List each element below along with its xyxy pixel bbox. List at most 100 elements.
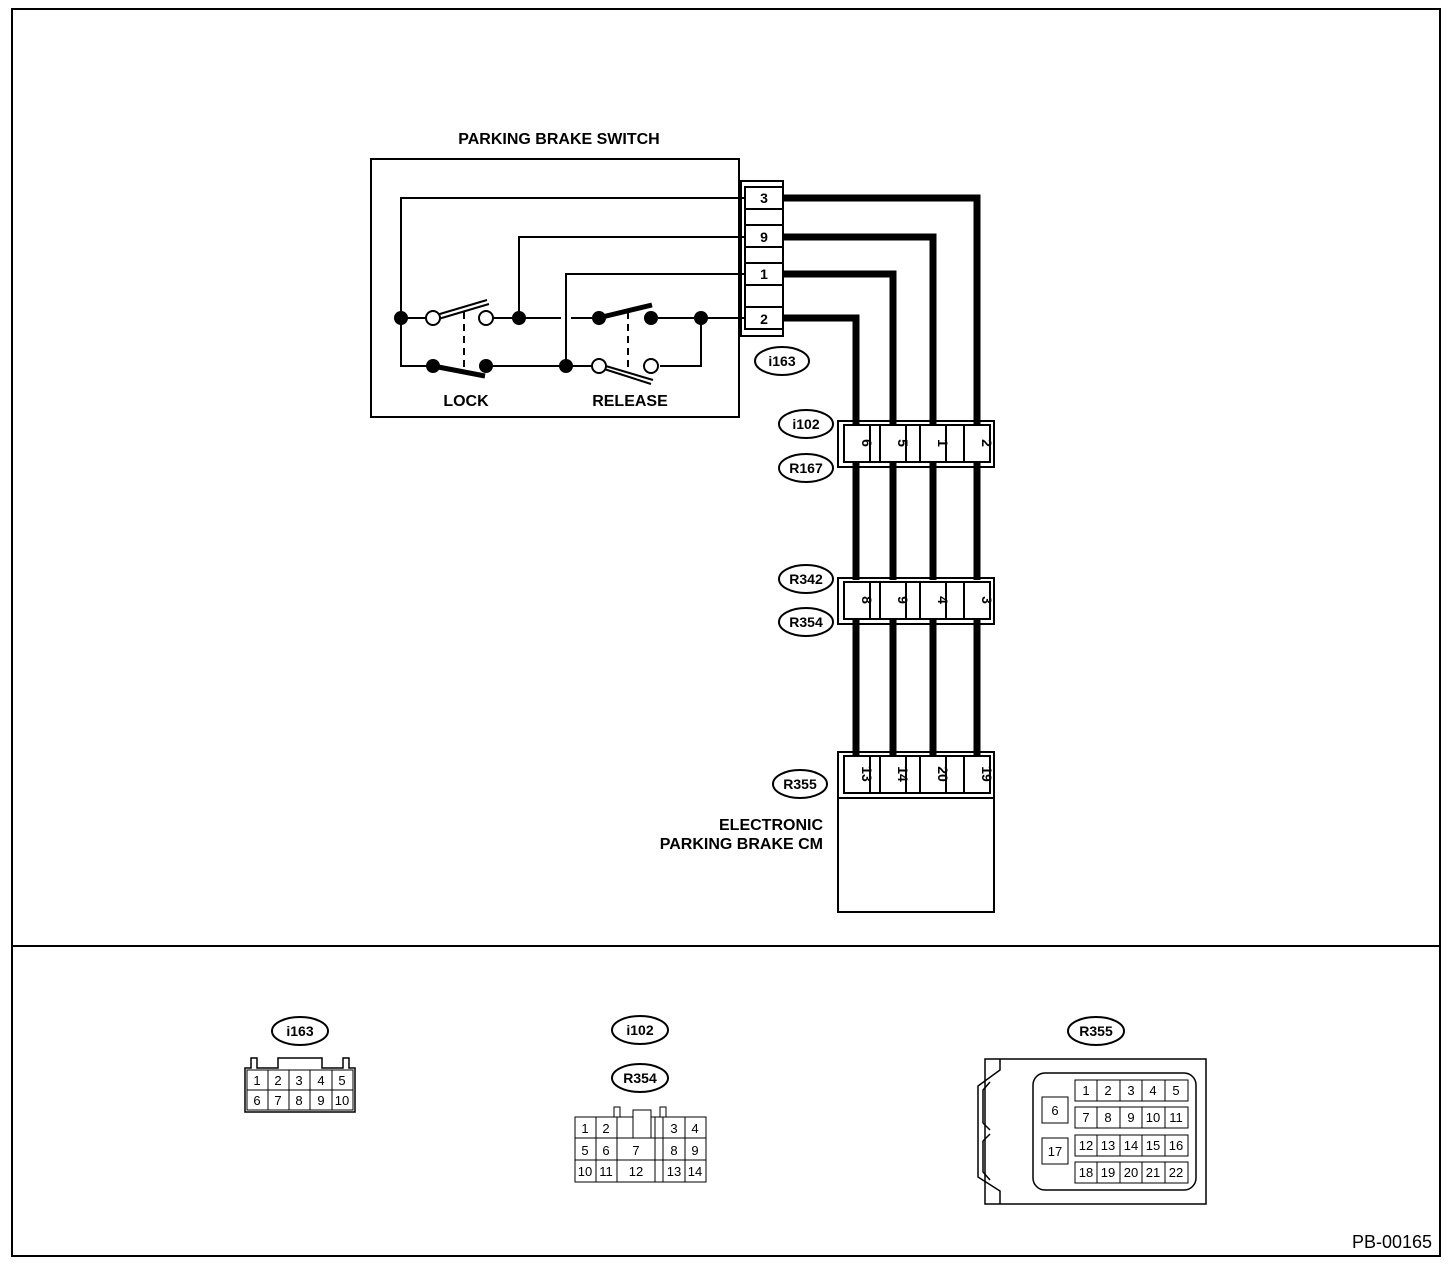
- view-r355-pin: 8: [1104, 1110, 1111, 1125]
- release-top-blade: [597, 302, 653, 321]
- r342-pin: 4: [935, 596, 951, 604]
- view-r355-pin: 13: [1101, 1138, 1115, 1153]
- view-r355-tag: R355: [1079, 1023, 1113, 1039]
- view-i102-pin: 11: [599, 1164, 613, 1179]
- view-i102-pin: 9: [691, 1143, 698, 1158]
- junction-dot: [394, 311, 408, 325]
- lock-top-blade: [432, 299, 488, 317]
- outer-frame: [11, 8, 1441, 1257]
- r354-tag: R354: [789, 614, 823, 630]
- r355-pin: 19: [979, 766, 995, 782]
- view-i102-pin: 7: [632, 1143, 639, 1158]
- wire-pin9: [783, 233, 937, 425]
- release-bottom-blade-2: [600, 367, 652, 385]
- view-i102-pin: 14: [688, 1164, 702, 1179]
- i163-pin: 1: [760, 266, 768, 282]
- view-r355-pin: 14: [1124, 1138, 1138, 1153]
- view-r355-pin: 7: [1082, 1110, 1089, 1125]
- view-r355-pin: 17: [1048, 1144, 1062, 1159]
- connector-view-i102-r354: i102 R354 1 2 3 4 5 6 7 8 9 10 11 12 13 …: [574, 1015, 707, 1183]
- cm-label-line2: PARKING BRAKE CM: [660, 836, 823, 853]
- view-i163-tag: i163: [286, 1023, 313, 1039]
- junction-dot: [694, 311, 708, 325]
- view-r355-pin: 15: [1146, 1138, 1160, 1153]
- lock-top-blade-2: [434, 303, 490, 321]
- switch-title: PARKING BRAKE SWITCH: [458, 131, 659, 148]
- i102-tag: i102: [792, 416, 819, 432]
- view-r355-pin: 10: [1146, 1110, 1160, 1125]
- view-r355-pin: 22: [1169, 1165, 1183, 1180]
- view-i102-pin: 8: [670, 1143, 677, 1158]
- lock-label: LOCK: [443, 393, 489, 410]
- i163-pin: 9: [760, 229, 768, 245]
- r342-pin: 9: [895, 596, 911, 604]
- i163-pin: 3: [760, 190, 768, 206]
- switch-housing: [370, 158, 740, 418]
- view-r355-pin: 2: [1104, 1083, 1111, 1098]
- switch-wire-pin1: [565, 273, 745, 366]
- view-i163-pin: 2: [274, 1073, 281, 1088]
- release-label: RELEASE: [592, 393, 668, 410]
- i163-tag: i163: [768, 353, 795, 369]
- view-r355-pin: 6: [1051, 1103, 1058, 1118]
- view-i163-pin: 6: [253, 1093, 260, 1108]
- view-i163-pin: 7: [274, 1093, 281, 1108]
- i102-pin: 2: [979, 439, 995, 447]
- release-bottom-right-terminal: [643, 358, 659, 374]
- view-i102-pin: 3: [670, 1121, 677, 1136]
- view-i102-pin: 12: [629, 1164, 643, 1179]
- view-r355-pin: 21: [1146, 1165, 1160, 1180]
- i163-tag-oval: [754, 346, 810, 376]
- lock-top-left-terminal: [425, 310, 441, 326]
- view-r355-pin: 18: [1079, 1165, 1093, 1180]
- view-i102-pin: 1: [581, 1121, 588, 1136]
- r342-pin: 3: [979, 596, 995, 604]
- view-r355-pin: 20: [1124, 1165, 1138, 1180]
- view-i163-pin: 8: [295, 1093, 302, 1108]
- r355-pin: 20: [935, 766, 951, 782]
- view-r355-pin: 1: [1082, 1083, 1089, 1098]
- r354-tag-oval: [778, 607, 834, 637]
- view-i163-pin: 1: [253, 1073, 260, 1088]
- lock-bottom-blade: [432, 363, 486, 379]
- view-r355-pin: 4: [1149, 1083, 1156, 1098]
- view-r355-pin: 19: [1101, 1165, 1115, 1180]
- view-r355-pin: 16: [1169, 1138, 1183, 1153]
- connector-view-r355: R355 6 17 1 2 3 4 5 7 8 9 10: [977, 1016, 1207, 1205]
- wire-pin2: [783, 314, 860, 425]
- view-r355-pin: 11: [1169, 1110, 1183, 1125]
- view-i163-pin: 10: [335, 1093, 349, 1108]
- view-i102-pin: 2: [602, 1121, 609, 1136]
- i163-connector: 3 9 1 2: [740, 180, 784, 337]
- i163-pin: 2: [760, 311, 768, 327]
- r167-tag-oval: [778, 453, 834, 483]
- view-r355-pin: 5: [1172, 1083, 1179, 1098]
- lock-bottom-left-terminal: [426, 359, 440, 373]
- view-i102-pin: 10: [578, 1164, 592, 1179]
- i102-pin: 5: [895, 439, 911, 447]
- r342-tag-oval: [778, 564, 834, 594]
- i102-tag-oval: [778, 409, 834, 439]
- switch-wire-pin9: [518, 236, 745, 318]
- cm-label-line1: ELECTRONIC: [719, 817, 823, 834]
- release-top-left-terminal: [592, 311, 606, 325]
- r355-pin: 14: [895, 766, 911, 782]
- view-r354-tag: R354: [623, 1070, 657, 1086]
- r167-tag: R167: [789, 460, 823, 476]
- i102-pin: 1: [935, 439, 951, 447]
- r355-tag: R355: [783, 776, 817, 792]
- wire-pin3: [783, 194, 981, 425]
- i102-pin: 6: [859, 439, 875, 447]
- view-i102-pin: 5: [581, 1143, 588, 1158]
- view-i102-pin: 4: [691, 1121, 698, 1136]
- r355-tag-oval: [772, 769, 828, 799]
- lock-top-right-terminal: [478, 310, 494, 326]
- view-r355-pin: 12: [1079, 1138, 1093, 1153]
- diagram-ref: PB-00165: [1352, 1232, 1432, 1252]
- harness-wires: [783, 194, 981, 755]
- release-top-right-terminal: [644, 311, 658, 325]
- parking-brake-switch: PARKING BRAKE SWITCH: [370, 131, 810, 418]
- view-i102-pin: 13: [667, 1164, 681, 1179]
- view-i163-pin: 3: [295, 1073, 302, 1088]
